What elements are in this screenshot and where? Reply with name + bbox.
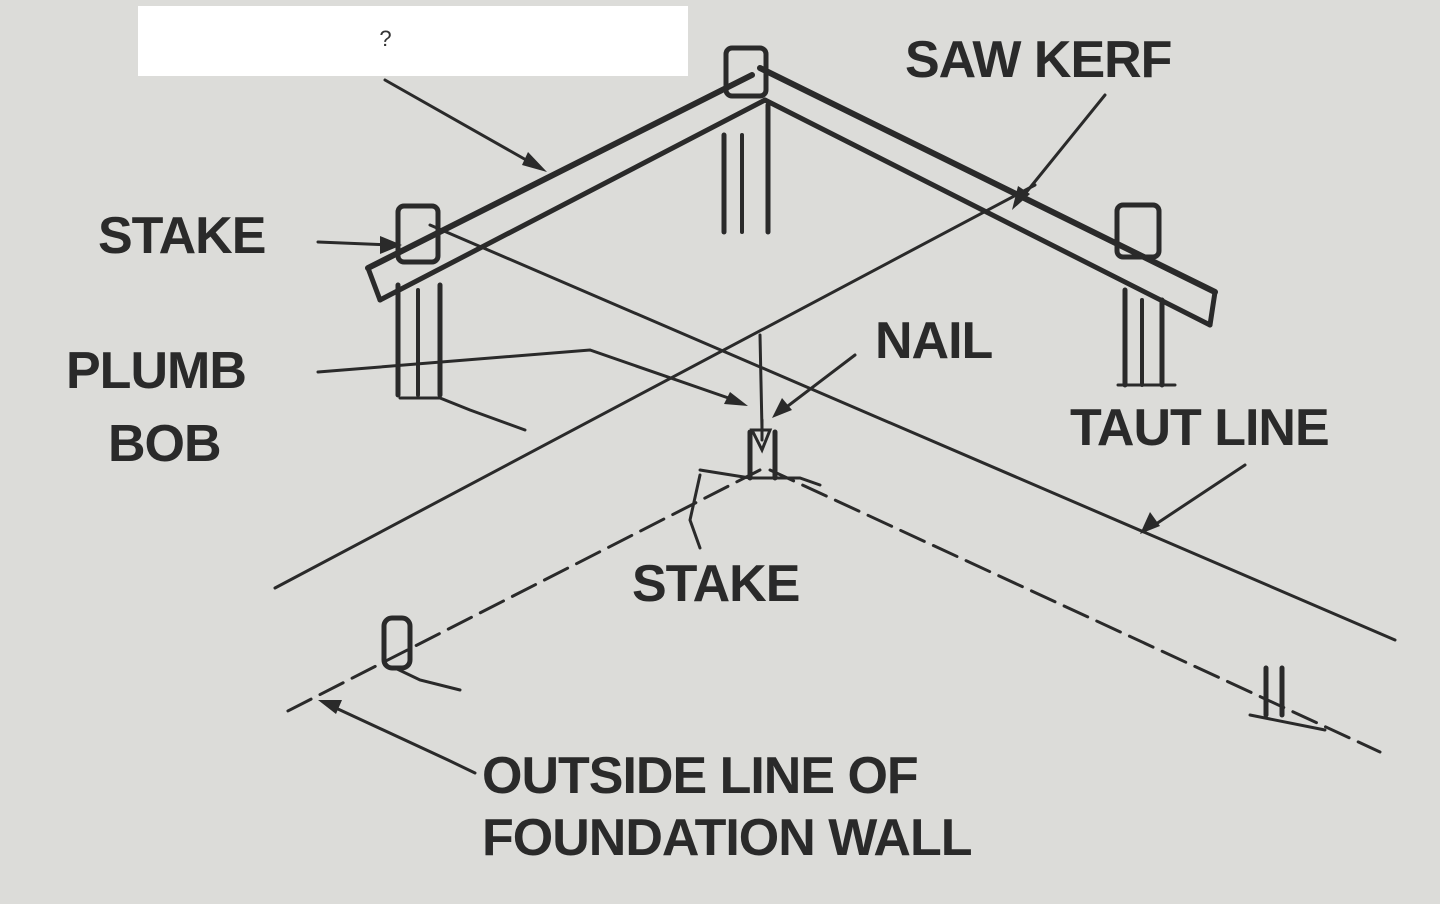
- label-plumb-bob-line2: BOB: [108, 415, 222, 473]
- hidden-label-mark: ?: [379, 26, 392, 51]
- right-stake: [1114, 202, 1177, 388]
- label-stake-bottom: STAKE: [632, 555, 800, 613]
- label-stake-top: STAKE: [98, 207, 266, 265]
- batter-board-left: [365, 72, 768, 303]
- arrowheads: [318, 152, 1160, 714]
- label-saw-kerf: SAW KERF: [905, 31, 1172, 89]
- label-nail: NAIL: [875, 312, 993, 370]
- foundation-lines: [278, 468, 1382, 754]
- label-foundation-line2: FOUNDATION WALL: [482, 809, 973, 867]
- corner-stake: [721, 45, 771, 235]
- batter-board-right: [757, 65, 1218, 328]
- leader-lines: [316, 78, 1247, 775]
- center-stake: [698, 418, 822, 487]
- distant-stake-right: [1248, 665, 1327, 732]
- taut-lines: [273, 183, 1397, 642]
- hidden-label-box: ?: [138, 6, 688, 76]
- label-taut-line: TAUT LINE: [1070, 399, 1330, 457]
- distant-stake-left: [381, 615, 462, 692]
- label-foundation-line1: OUTSIDE LINE OF: [482, 747, 919, 805]
- left-stake: [395, 203, 527, 432]
- label-plumb-bob-line1: PLUMB: [66, 342, 247, 400]
